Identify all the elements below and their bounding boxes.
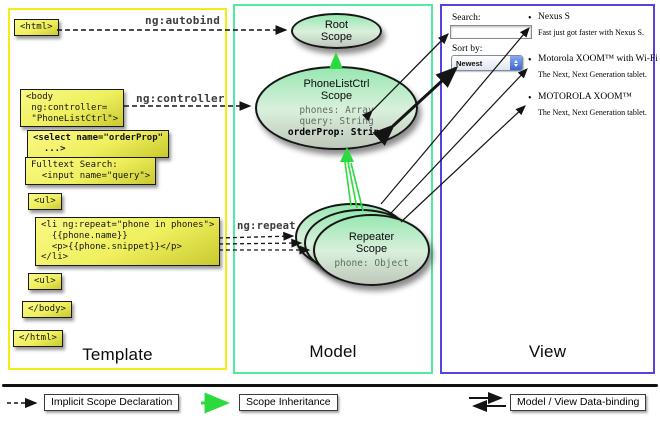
list-item: • Nexus S Fast just got faster with Nexu… — [527, 12, 655, 37]
list-item: • Motorola XOOM™ with Wi-Fi The Next, Ne… — [527, 54, 658, 79]
bullet-icon: • — [528, 55, 532, 66]
phone-name: Motorola XOOM™ with Wi-Fi — [538, 54, 658, 64]
phonelistctrl-scope-title: PhoneListCtrl Scope — [303, 77, 370, 103]
legend-separator — [2, 384, 658, 387]
repeater-scope-ellipse-front: Repeater Scope phone: Object — [313, 214, 430, 286]
code-select-orderprop: <select name="orderProp" ...> — [27, 130, 170, 158]
model-panel — [233, 4, 433, 374]
code-html-open: <html> — [14, 19, 59, 36]
template-label: Template — [82, 345, 153, 364]
phone-desc: The Next, Next Generation tablet. — [538, 108, 647, 117]
phonelistctrl-scope-orderprop: orderProp: String — [287, 127, 386, 139]
view-label: View — [528, 342, 567, 361]
list-item: • MOTOROLA XOOM™ The Next, Next Generati… — [527, 92, 655, 117]
phone-name: MOTOROLA XOOM™ — [538, 92, 632, 102]
code-fulltext-search: Fulltext Search: <input name="query"> — [25, 157, 157, 185]
code-body-close: </body> — [22, 301, 72, 318]
sort-select-value: Newest — [456, 58, 483, 68]
phone-name: Nexus S — [538, 12, 570, 22]
model-label: Model — [309, 342, 357, 361]
phone-desc: The Next, Next Generation tablet. — [538, 70, 647, 79]
legend-databinding-arrows — [469, 392, 506, 412]
ng-controller-label: ng:controller — [136, 92, 225, 105]
phone-desc: Fast just got faster with Nexus S. — [538, 28, 644, 37]
phonelistctrl-scope-ellipse: PhoneListCtrl Scope phones: Array query:… — [255, 66, 418, 150]
legend-databinding-box: Model / View Data-binding — [510, 394, 647, 411]
bullet-icon: • — [528, 93, 532, 104]
ng-repeat-label: ng:repeat — [237, 220, 296, 232]
select-stepper-icon — [510, 56, 522, 70]
phonelistctrl-scope-props: phones: Array query: String — [299, 104, 374, 127]
code-ul-close: <ul> — [28, 273, 62, 290]
sort-label: Sort by: — [452, 44, 483, 54]
code-li-ngrepeat: <li ng:repeat="phone in phones"> {{phone… — [35, 217, 221, 267]
search-input[interactable] — [450, 25, 532, 39]
code-body-open: <body ng:controller= "PhoneListCtrl"> — [20, 89, 125, 128]
legend-implicit-box: Implicit Scope Declaration — [44, 394, 180, 411]
code-ul-open: <ul> — [28, 193, 62, 210]
root-scope-title: Root Scope — [320, 18, 353, 43]
ng-autobind-label: ng:autobind — [145, 14, 221, 27]
repeater-scope-prop: phone: Object — [334, 257, 409, 269]
root-scope-ellipse: Root Scope — [291, 13, 382, 49]
repeater-scope-title: Repeater Scope — [348, 231, 395, 256]
bullet-icon: • — [528, 13, 532, 24]
search-label: Search: — [452, 13, 481, 23]
sort-select[interactable]: Newest — [451, 55, 523, 71]
legend-inheritance-box: Scope Inheritance — [239, 394, 338, 411]
code-html-close: </html> — [13, 330, 63, 347]
